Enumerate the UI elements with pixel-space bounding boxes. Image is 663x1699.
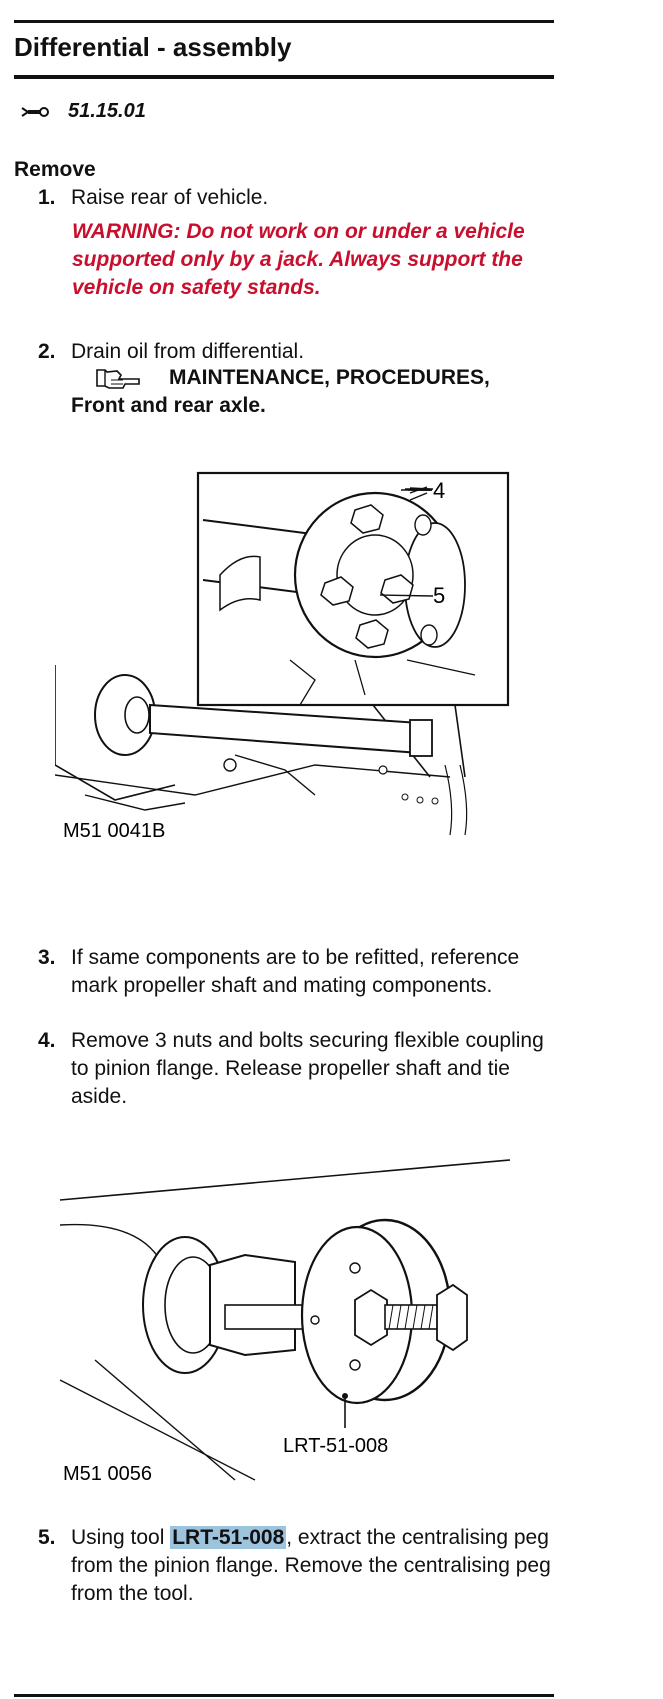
operation-code: 51.15.01 [68, 100, 146, 122]
step-text: Using tool LRT-51-008, extract the centr… [71, 1524, 571, 1608]
step-number: 3. [38, 946, 56, 969]
figure-extractor-tool: LRT-51-008 M51 0056 [59, 1159, 511, 1485]
step-text: If same components are to be refitted, r… [71, 946, 520, 997]
cross-reference-line-2: Front and rear axle. [71, 394, 266, 417]
figure-propeller-shaft-coupling: 4 5 M51 0041B [55, 471, 510, 842]
step-text-before: Using tool [71, 1526, 171, 1549]
section-title-remove: Remove [14, 158, 96, 181]
top-rule [14, 20, 554, 23]
step-number: 2. [38, 340, 56, 363]
step-text: Drain oil from differential. [71, 340, 305, 363]
tool-label: LRT-51-008 [283, 1435, 388, 1457]
tool-reference-link[interactable]: LRT-51-008 [170, 1526, 287, 1549]
step-number: 4. [38, 1029, 56, 1052]
title-rule [14, 75, 554, 79]
cross-reference-line-1: MAINTENANCE, PROCEDURES, [169, 366, 490, 389]
cross-reference: MAINTENANCE, PROCEDURES, Front and rear … [71, 364, 571, 420]
page-title: Differential - assembly [14, 32, 292, 62]
bottom-rule [14, 1694, 554, 1697]
operation-code-row: 51.15.01 [20, 100, 146, 123]
figure-id: M51 0056 [63, 1463, 152, 1485]
step-number: 1. [38, 186, 56, 209]
callout-5: 5 [433, 583, 445, 608]
callout-4: 4 [433, 478, 445, 503]
step-text-after: , extract the centralising peg from the … [71, 1526, 551, 1605]
figure-id: M51 0041B [63, 820, 165, 842]
step-number: 5. [38, 1526, 56, 1549]
warning-text: WARNING: Do not work on or under a vehic… [72, 220, 525, 299]
pointing-hand-icon [96, 369, 140, 390]
step-text: Raise rear of vehicle. [71, 186, 269, 209]
step-text: Remove 3 nuts and bolts securing flexibl… [71, 1029, 544, 1108]
wrench-icon [21, 106, 49, 117]
